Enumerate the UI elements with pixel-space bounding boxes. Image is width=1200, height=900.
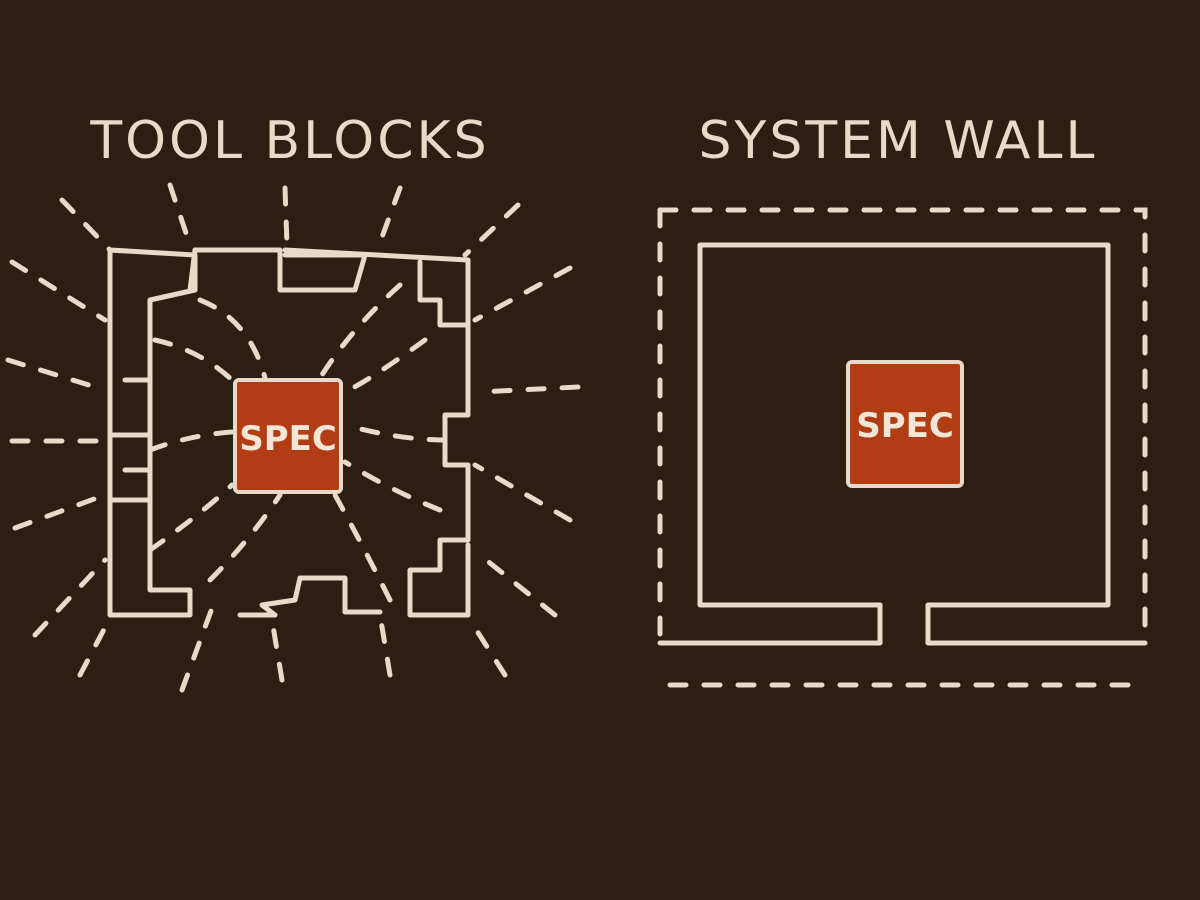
tool-blocks-inner-paths [147, 282, 448, 603]
tool-blocks-wall [107, 247, 471, 618]
system-wall-title: SYSTEM WALL [699, 111, 1098, 171]
system-wall-spec-box: SPEC [846, 360, 964, 488]
tool-blocks-radiating-lines [5, 182, 581, 693]
system-wall-dashed-boundary [657, 207, 1148, 643]
system-wall-outline-right [697, 242, 1148, 646]
tool-blocks-spec-label: SPEC [239, 419, 337, 459]
system-wall-spec-label: SPEC [856, 406, 954, 446]
tool-blocks-spec-box: SPEC [233, 378, 343, 494]
tool-blocks-panel: TOOL BLOCKS [5, 111, 581, 693]
system-wall-outline-left [657, 602, 883, 646]
tool-blocks-title: TOOL BLOCKS [89, 111, 489, 171]
system-wall-panel: SYSTEM WALL SPEC [657, 111, 1148, 688]
